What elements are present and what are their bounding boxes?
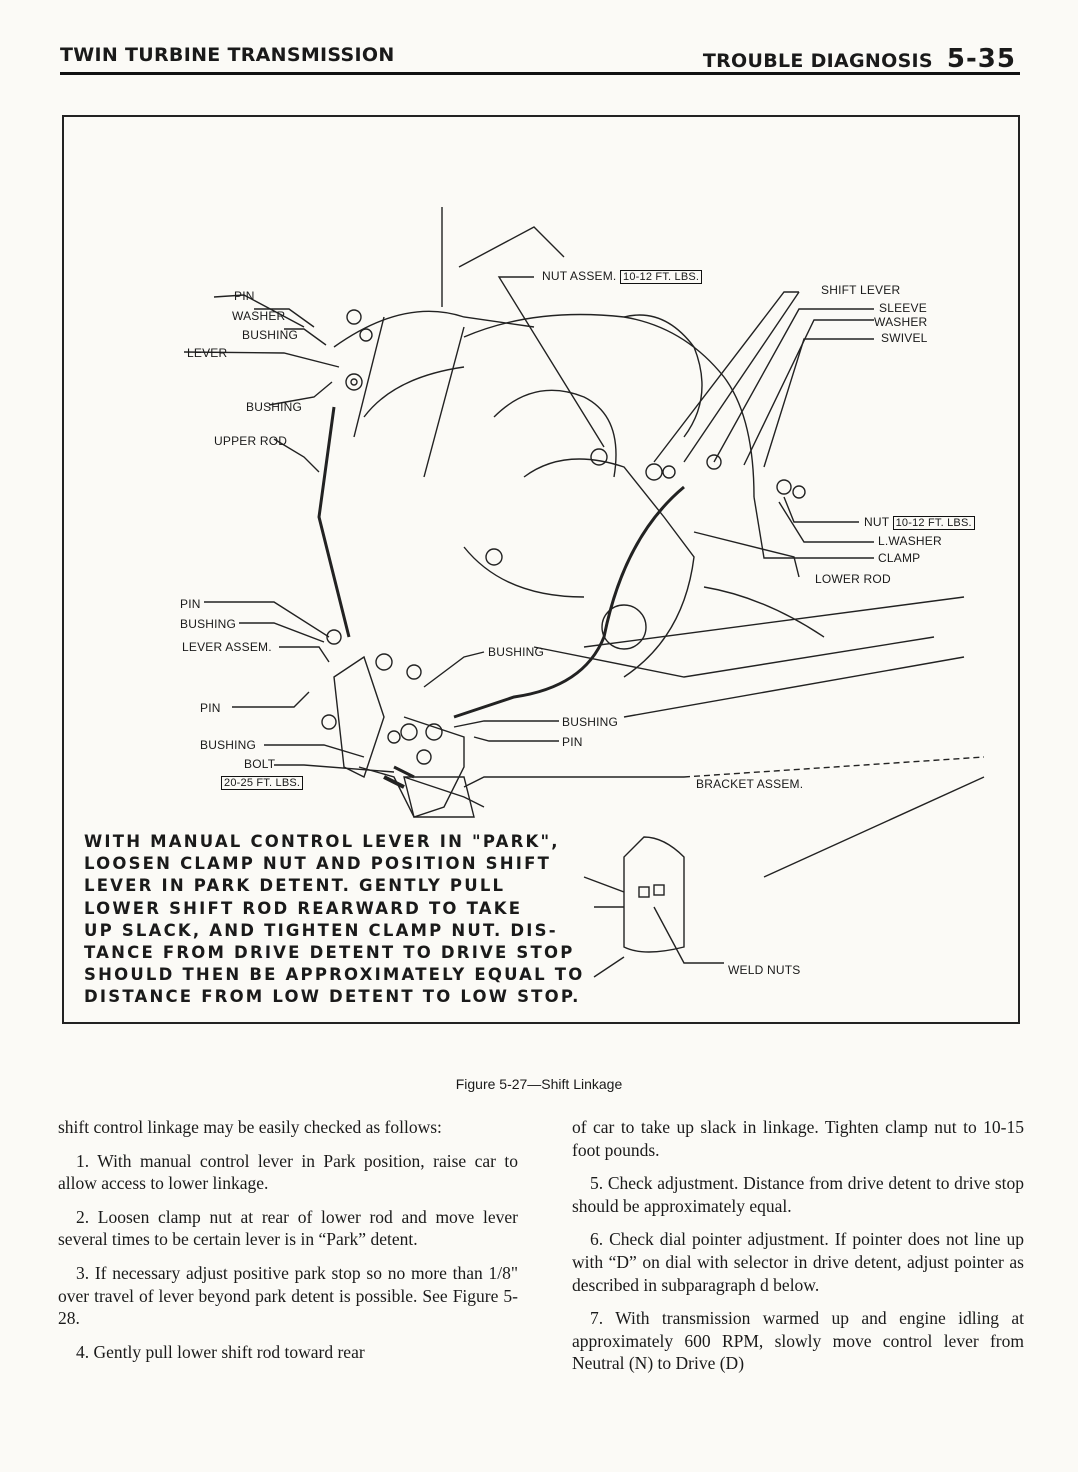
torque-box: 10-12 FT. LBS. bbox=[892, 516, 975, 530]
notice-line: LOOSEN CLAMP NUT AND POSITION SHIFT bbox=[84, 854, 552, 874]
notice-line: UP SLACK, AND TIGHTEN CLAMP NUT. DIS- bbox=[84, 920, 558, 940]
paragraph: 7. With transmission warmed up and engin… bbox=[572, 1308, 1024, 1374]
label-pin: PIN bbox=[234, 289, 255, 303]
figure-caption: Figure 5-27—Shift Linkage bbox=[455, 1076, 623, 1092]
paragraph: shift control linkage may be easily chec… bbox=[58, 1117, 442, 1137]
label-sleeve: SLEEVE bbox=[879, 301, 927, 315]
notice-line: LEVER IN PARK DETENT. GENTLY PULL bbox=[84, 876, 506, 896]
label-upper-rod: UPPER ROD bbox=[214, 434, 288, 448]
label-nut-assem-text: NUT ASSEM. bbox=[542, 269, 617, 283]
label-bushing: BUSHING bbox=[488, 645, 545, 659]
paragraph: 6. Check dial pointer adjustment. If poi… bbox=[572, 1229, 1024, 1295]
notice-line: DISTANCE FROM LOW DETENT TO LOW STOP. bbox=[84, 987, 581, 1007]
label-lever-assem: LEVER ASSEM. bbox=[182, 640, 272, 654]
label-nut-assem: NUT ASSEM. 10-12 FT. LBS. bbox=[542, 269, 703, 284]
label-pin: PIN bbox=[180, 597, 201, 611]
label-lower-rod: LOWER ROD bbox=[815, 572, 891, 586]
label-bushing: BUSHING bbox=[246, 400, 303, 414]
label-pin: PIN bbox=[562, 735, 583, 749]
paragraph: 2. Loosen clamp nut at rear of lower rod… bbox=[58, 1206, 518, 1250]
label-nut-text: NUT bbox=[864, 515, 890, 529]
linkage-illustration bbox=[183, 207, 985, 978]
section-title: TROUBLE DIAGNOSIS bbox=[702, 50, 933, 72]
notice-line: WITH MANUAL CONTROL LEVER IN "PARK", bbox=[84, 832, 560, 851]
running-header-section: TROUBLE DIAGNOSIS 5-35 bbox=[703, 44, 1016, 74]
torque-box: 20-25 FT. LBS. bbox=[221, 776, 304, 790]
label-weld-nuts: WELD NUTS bbox=[728, 963, 801, 977]
label-bushing: BUSHING bbox=[242, 328, 299, 342]
adjustment-notice: WITH MANUAL CONTROL LEVER IN "PARK", LOO… bbox=[84, 831, 584, 1009]
label-washer: WASHER bbox=[874, 315, 928, 329]
page-number: 5-35 bbox=[946, 44, 1016, 74]
label-washer: WASHER bbox=[232, 309, 286, 323]
paragraph: 5. Check adjustment. Distance from drive… bbox=[572, 1173, 1024, 1216]
label-shift-lever: SHIFT LEVER bbox=[821, 283, 901, 297]
body-column-right: of car to take up slack in linkage. Tigh… bbox=[572, 1116, 1024, 1386]
paragraph: 1. With manual control lever in Park pos… bbox=[58, 1150, 518, 1194]
paragraph: 3. If necessary adjust positive park sto… bbox=[58, 1262, 518, 1329]
label-l-washer: L.WASHER bbox=[878, 534, 942, 548]
header-rule bbox=[60, 72, 1020, 75]
label-bushing: BUSHING bbox=[200, 738, 257, 752]
label-pin: PIN bbox=[200, 701, 221, 715]
label-bolt-torque: 20-25 FT. LBS. bbox=[221, 775, 304, 790]
notice-line: LOWER SHIFT ROD REARWARD TO TAKE bbox=[84, 898, 523, 918]
label-clamp: CLAMP bbox=[878, 551, 921, 565]
label-nut: NUT 10-12 FT. LBS. bbox=[864, 515, 975, 530]
running-header-title: TWIN TURBINE TRANSMISSION bbox=[60, 44, 395, 66]
label-bushing: BUSHING bbox=[180, 617, 237, 631]
label-bolt: BOLT bbox=[244, 757, 276, 771]
torque-box: 10-12 FT. LBS. bbox=[620, 270, 703, 284]
notice-line: TANCE FROM DRIVE DETENT TO DRIVE STOP bbox=[84, 943, 575, 963]
label-bushing: BUSHING bbox=[562, 715, 619, 729]
label-lever: LEVER bbox=[187, 346, 228, 360]
label-bracket-assem: BRACKET ASSEM. bbox=[696, 777, 804, 791]
body-column-left: shift control linkage may be easily chec… bbox=[58, 1116, 518, 1374]
label-swivel: SWIVEL bbox=[881, 331, 928, 345]
figure-shift-linkage: PIN WASHER BUSHING LEVER BUSHING UPPER R… bbox=[62, 115, 1020, 1024]
paragraph: 4. Gently pull lower shift rod toward re… bbox=[76, 1341, 365, 1362]
notice-line: SHOULD THEN BE APPROXIMATELY EQUAL TO bbox=[84, 965, 585, 985]
paragraph: of car to take up slack in linkage. Tigh… bbox=[572, 1117, 1024, 1160]
